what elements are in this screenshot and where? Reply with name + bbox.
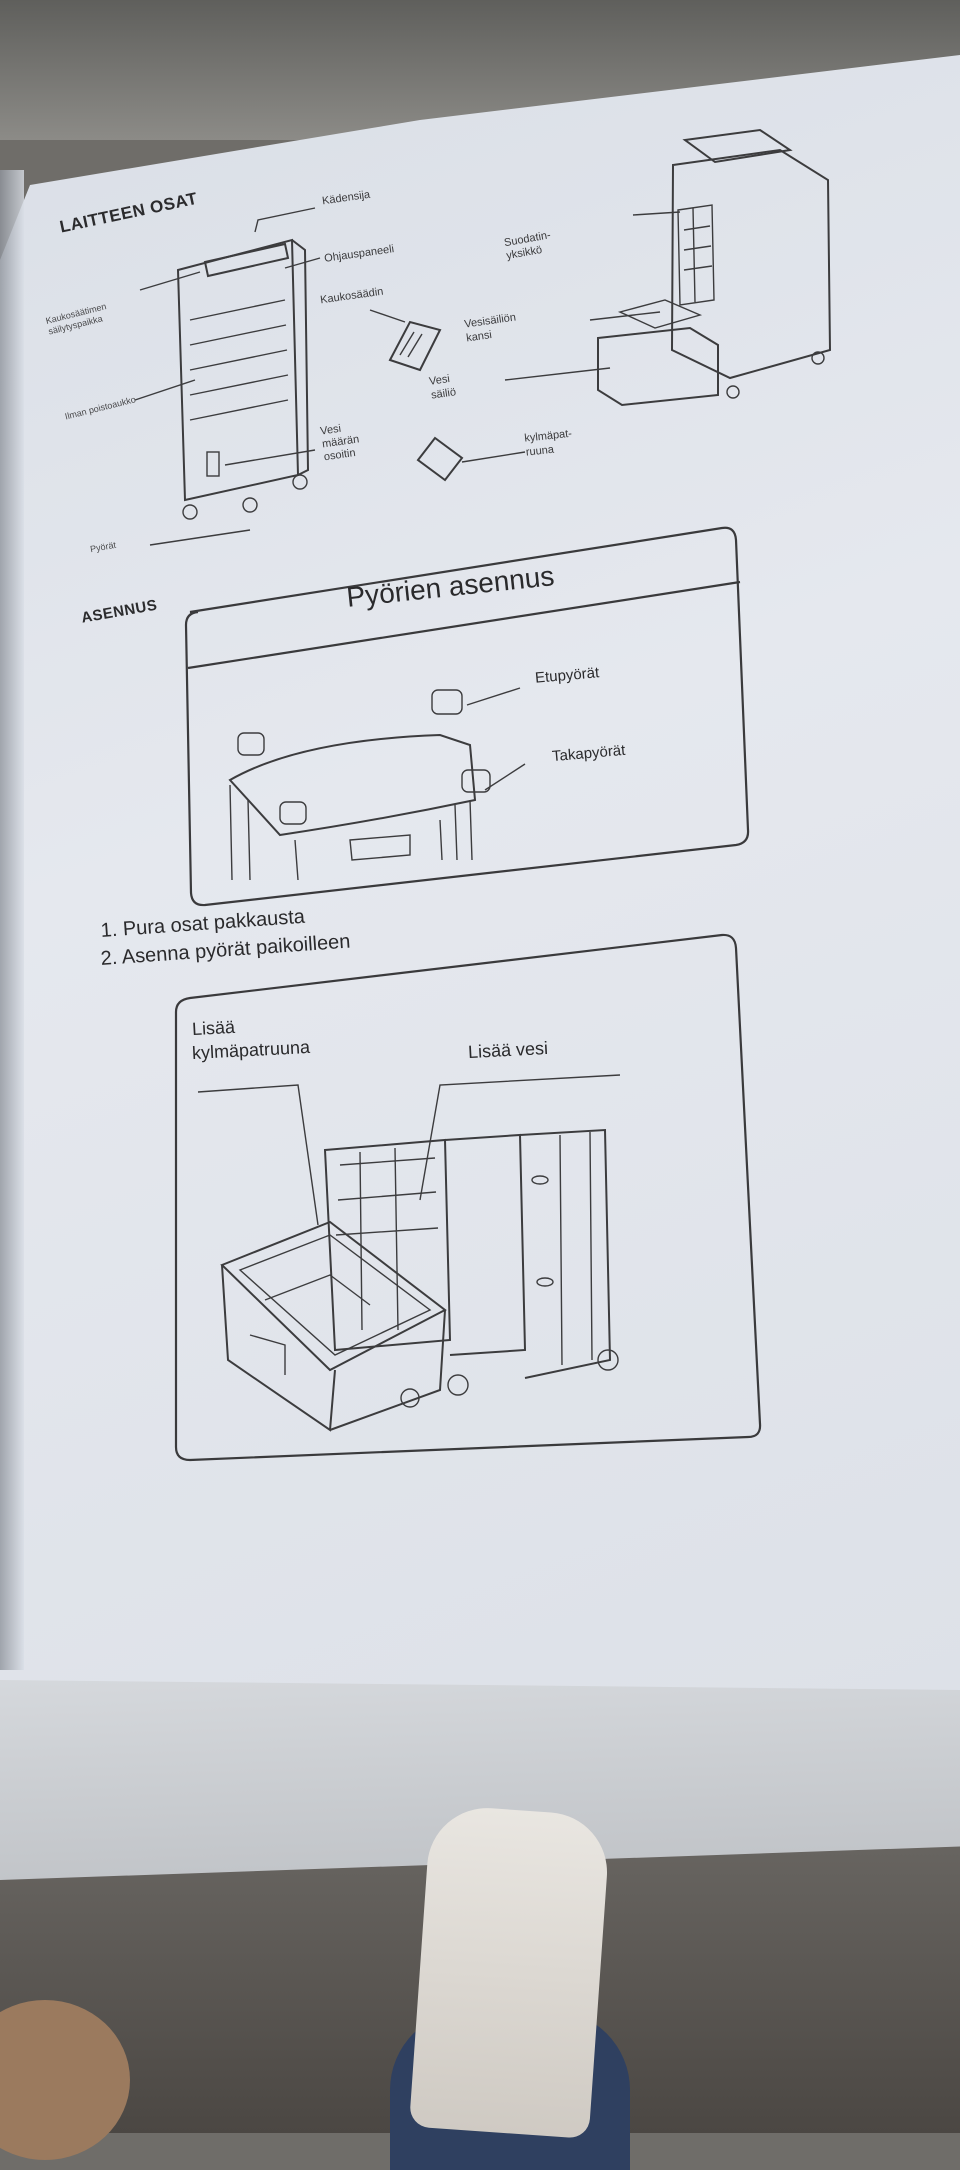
add-water-panel-border	[174, 933, 762, 1462]
tank-filling-illustration	[197, 1074, 621, 1432]
leader-lines-parts	[134, 207, 681, 546]
label-add-ice-line1: Lisää	[191, 1016, 236, 1040]
wheels-illustration	[228, 687, 526, 881]
wheel-install-panel-border	[184, 526, 750, 907]
sneaker	[408, 1804, 612, 2139]
page-binding-shadow	[0, 170, 24, 1670]
label-water-tank: Vesi säiliö	[428, 373, 457, 402]
cooler-exploded-illustration	[597, 128, 832, 407]
ice-pack-illustration	[416, 436, 464, 482]
label-add-water: Lisää vesi	[467, 1037, 549, 1063]
remote-illustration	[369, 309, 442, 372]
illustrations	[134, 128, 832, 1462]
wheel-install-panel-divider	[187, 580, 741, 670]
cooler-front-illustration	[176, 238, 310, 520]
manual-page	[0, 55, 960, 1690]
label-water-level: Vesi määrän osoitin	[319, 422, 360, 464]
